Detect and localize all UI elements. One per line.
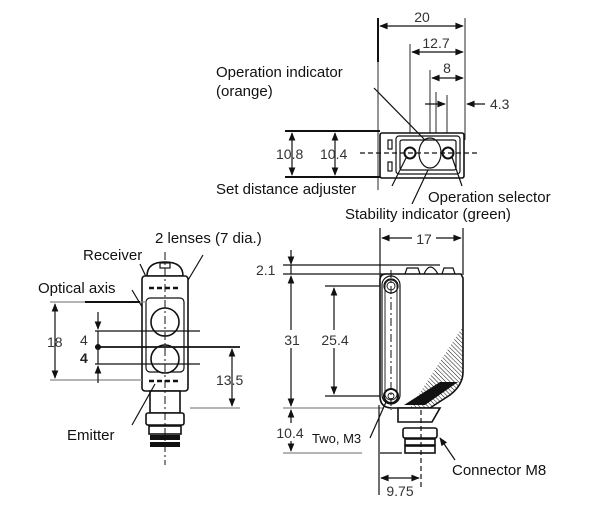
connector-thread [150,435,180,440]
leader-line [451,156,463,187]
dim-10-8-label: 10.8 [276,146,303,162]
receiver-label: Receiver [83,247,142,264]
shaded-surface [404,382,458,405]
set-distance-adjuster-label: Set distance adjuster [216,181,356,198]
dim-4-upper-label: 4 [80,332,88,348]
connector-ring [402,427,438,439]
leader-line [369,401,387,439]
dim-4-lower-label: 4 [80,350,88,366]
dim-9-75-label: 9.75 [386,483,413,499]
top-controls-profile [404,266,456,275]
side-view: 17 2.1 31 25.4 10.4 [256,228,546,499]
operation-indicator-label: Operation indicator [216,64,343,81]
dim-label-bg [412,230,436,246]
dim-10-4-label: 10.4 [320,146,347,162]
dim-25-4-label: 25.4 [321,332,348,348]
connector-thread [404,445,436,454]
dim-label-bg [273,423,307,441]
dim-20-label: 20 [414,9,430,25]
dim-label-bg [281,330,303,348]
stability-indicator-label: Stability indicator (green) [345,206,511,223]
operation-indicator-color-label: (orange) [216,83,273,100]
leader-line [373,87,426,141]
control-panel [395,135,461,175]
dim-12-7-label: 12.7 [422,35,449,51]
operation-selector-label: Operation selector [428,189,551,206]
leader-line [411,169,429,205]
dim-2-1-label: 2.1 [256,262,276,278]
optical-axis-label: Optical axis [38,280,116,297]
leader-line [131,383,156,426]
dim-13-5-label: 13.5 [216,372,243,388]
mounting-holes-label: Two, M3 [312,431,361,446]
front-view: 2 lenses (7 dia.) Receiver Optical axis [38,230,262,465]
lenses-label: 2 lenses (7 dia.) [155,230,262,247]
slot [387,139,393,150]
emitter-label: Emitter [67,427,115,444]
dim-label-bg [318,330,352,348]
slot [387,161,393,172]
dim-8-label: 8 [443,60,451,76]
leader-line [391,157,407,187]
dim-17-label: 17 [416,231,432,247]
dim-4-3-label: 4.3 [490,96,510,112]
top-view: 20 12.7 8 4.3 10.8 10.4 Operation indica… [216,9,551,223]
connector-label: Connector M8 [452,462,546,479]
dim-31-label: 31 [284,332,300,348]
dim-10-4-connector-label: 10.4 [276,425,303,441]
connector-base [397,407,442,423]
dim-18-label: 18 [47,334,63,350]
connector-thread [404,438,436,446]
leader-line [439,437,456,461]
